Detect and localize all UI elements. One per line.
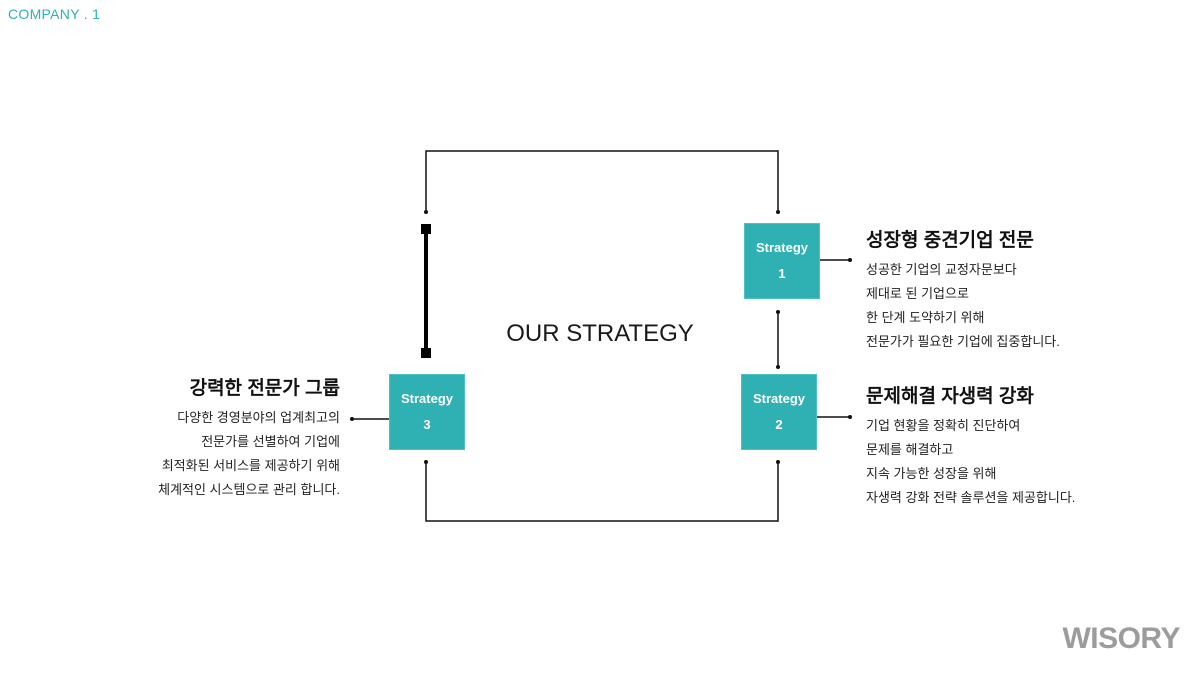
strategy-2-heading: 문제해결 자생력 강화 (866, 386, 1034, 407)
strategy-1-box: Strategy 1 (744, 223, 820, 299)
strategy-1-line: 제대로 된 기업으로 (866, 286, 969, 301)
strategy-2-line: 문제를 해결하고 (866, 442, 954, 457)
strategy-3-text: 강력한 전문가 그룹 다양한 경영분야의 업계최고의 전문가를 선별하여 기업에… (158, 373, 340, 502)
strategy-1-number: 1 (778, 266, 786, 281)
strategy-1-line: 한 단계 도약하기 위해 (866, 310, 985, 325)
strategy-3-heading: 강력한 전문가 그룹 (189, 378, 340, 399)
strategy-2-label: Strategy (752, 391, 806, 406)
strategy-2-number: 2 (775, 417, 783, 432)
strategy-2-line: 지속 가능한 성장을 위해 (866, 466, 997, 481)
company-label: COMPANY . 1 (8, 6, 101, 22)
strategy-2-line: 기업 현황을 정확히 진단하여 (866, 418, 1021, 433)
strategy-2-text: 문제해결 자생력 강화 기업 현황을 정확히 진단하여 문제를 해결하고 지속 … (866, 381, 1075, 510)
brand-logo: WISORY (1062, 622, 1180, 655)
strategy-3-line: 전문가를 선별하여 기업에 (201, 434, 340, 449)
strategy-3-box: Strategy 3 (389, 374, 465, 450)
strategy-1-heading: 성장형 중견기업 전문 (866, 230, 1034, 251)
strategy-3-line: 체계적인 시스템으로 관리 합니다. (158, 482, 340, 497)
strategy-3-label: Strategy (400, 391, 454, 406)
strategy-1-label: Strategy (755, 240, 809, 255)
diagram-title: OUR STRATEGY (506, 320, 694, 347)
strategy-3-line: 최적화된 서비스를 제공하기 위해 (161, 458, 340, 473)
strategy-2-box: Strategy 2 (741, 374, 817, 450)
strategy-3-line: 다양한 경영분야의 업계최고의 (177, 410, 340, 425)
strategy-1-text: 성장형 중견기업 전문 성공한 기업의 교정자문보다 제대로 된 기업으로 한 … (866, 225, 1060, 354)
strategy-3-number: 3 (423, 417, 431, 432)
bottom-connector (425, 462, 779, 522)
strategy-1-line: 전문가가 필요한 기업에 집중합니다. (866, 334, 1060, 349)
strategy-2-line: 자생력 강화 전략 솔루션을 제공합니다. (866, 490, 1076, 505)
strategy-1-line: 성공한 기업의 교정자문보다 (866, 262, 1017, 277)
top-connector (425, 150, 779, 212)
